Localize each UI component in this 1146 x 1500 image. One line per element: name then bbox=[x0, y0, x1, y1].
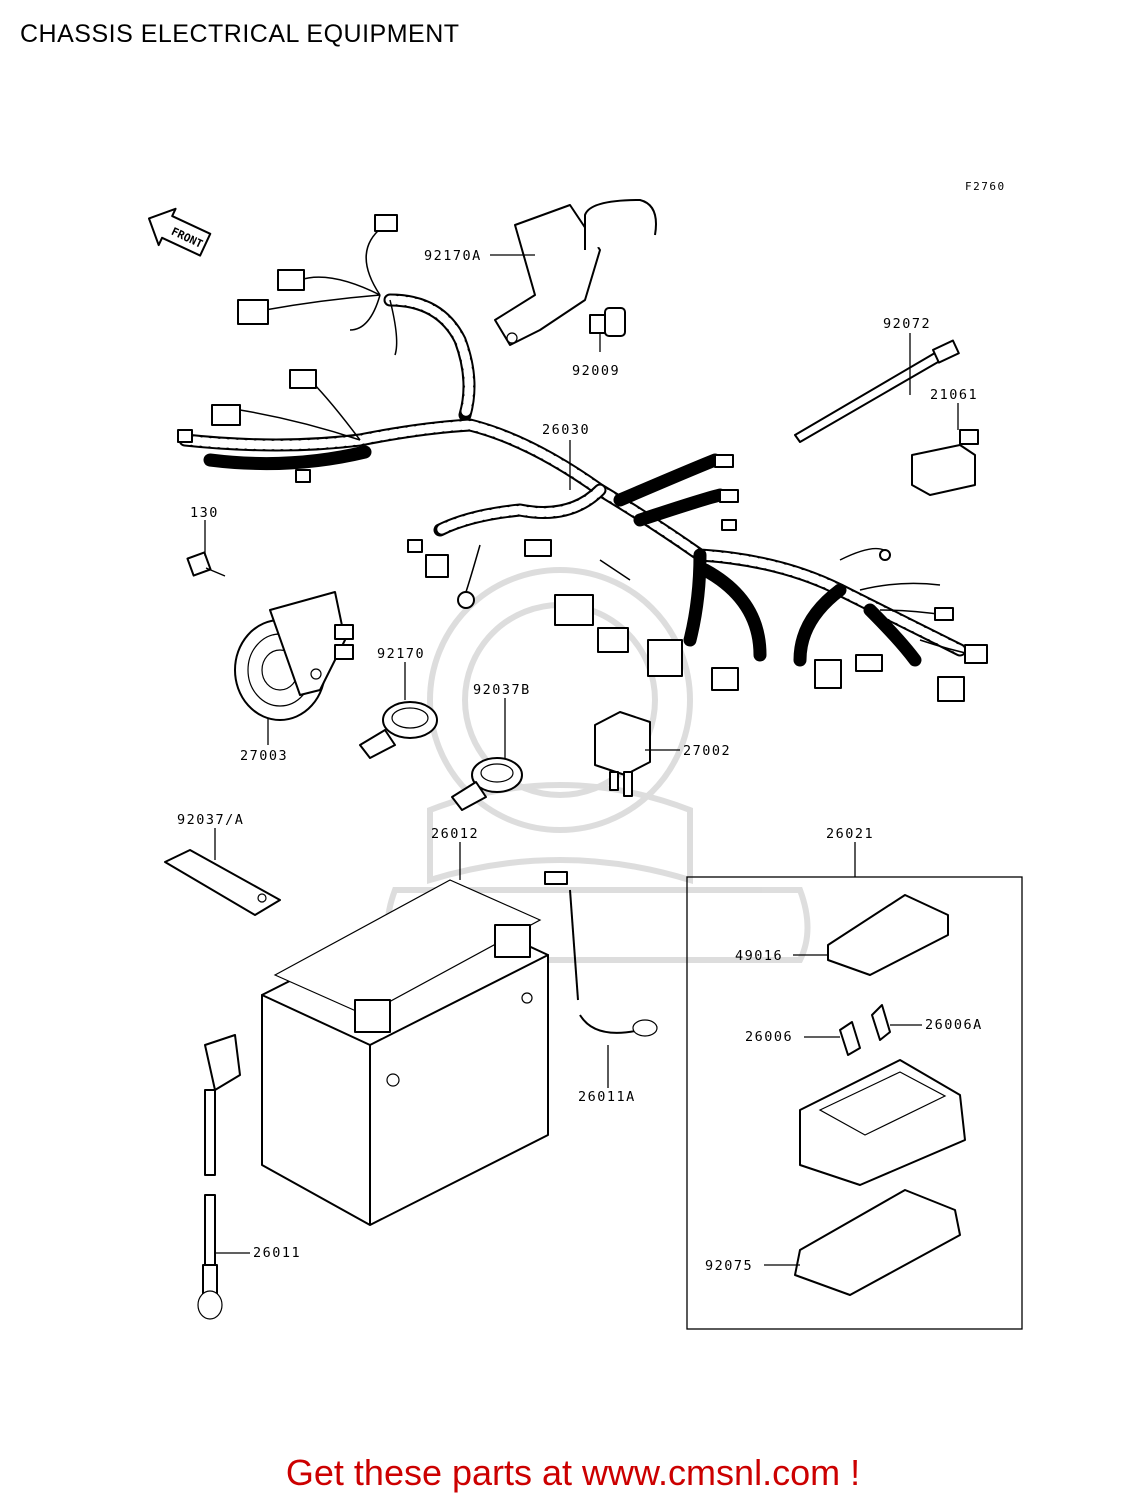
bracket-92170a bbox=[494, 199, 657, 346]
callout-49016: 49016 bbox=[735, 948, 783, 964]
figure-code: F2760 bbox=[965, 180, 1006, 193]
callout-130: 130 bbox=[190, 505, 219, 521]
callout-92009: 92009 bbox=[572, 363, 620, 379]
horn-27003 bbox=[234, 591, 354, 721]
cable-tie-92072 bbox=[794, 339, 960, 443]
footer-banner: Get these parts at www.cmsnl.com ! bbox=[285, 1452, 861, 1493]
fuse-cover-49016 bbox=[827, 894, 949, 976]
callout-26011: 26011 bbox=[253, 1245, 301, 1261]
pad-92037a bbox=[164, 849, 281, 916]
battery-26012 bbox=[261, 879, 549, 1226]
callout-92170: 92170 bbox=[377, 646, 425, 662]
wiring-harness bbox=[177, 214, 988, 702]
bolt-92009 bbox=[589, 307, 626, 337]
callout-21061: 21061 bbox=[930, 387, 978, 403]
callout-26012: 26012 bbox=[431, 826, 479, 842]
callout-92037b: 92037B bbox=[473, 682, 531, 698]
callout-92037a: 92037/A bbox=[177, 812, 244, 828]
page-title: CHASSIS ELECTRICAL EQUIPMENT bbox=[20, 20, 460, 48]
front-arrow-icon: FRONT bbox=[147, 207, 212, 257]
callout-27002: 27002 bbox=[683, 743, 731, 759]
tray-92075 bbox=[794, 1189, 961, 1296]
leader-lines bbox=[204, 254, 959, 1266]
callout-26006: 26006 bbox=[745, 1029, 793, 1045]
fuse-block-26021 bbox=[799, 1059, 966, 1186]
clamp-92037b bbox=[451, 757, 523, 811]
relay-27002 bbox=[594, 711, 651, 797]
callout-labels: 92170A 92009 92072 21061 26030 130 92170… bbox=[177, 248, 983, 1274]
callout-26030: 26030 bbox=[542, 422, 590, 438]
cable-26011 bbox=[197, 1034, 241, 1320]
callout-92170a: 92170A bbox=[424, 248, 482, 264]
fuse-26006a bbox=[871, 1004, 891, 1041]
fuse-26006 bbox=[839, 1021, 861, 1056]
callout-26021: 26021 bbox=[826, 826, 874, 842]
callout-27003: 27003 bbox=[240, 748, 288, 764]
callout-92072: 92072 bbox=[883, 316, 931, 332]
clamp-92170 bbox=[359, 701, 438, 759]
cable-26011a bbox=[544, 871, 658, 1037]
callout-26011a: 26011A bbox=[578, 1089, 636, 1105]
callout-26006a: 26006A bbox=[925, 1017, 983, 1033]
callout-92075: 92075 bbox=[705, 1258, 753, 1274]
bolt-130 bbox=[186, 551, 226, 577]
relay-21061 bbox=[911, 429, 979, 496]
